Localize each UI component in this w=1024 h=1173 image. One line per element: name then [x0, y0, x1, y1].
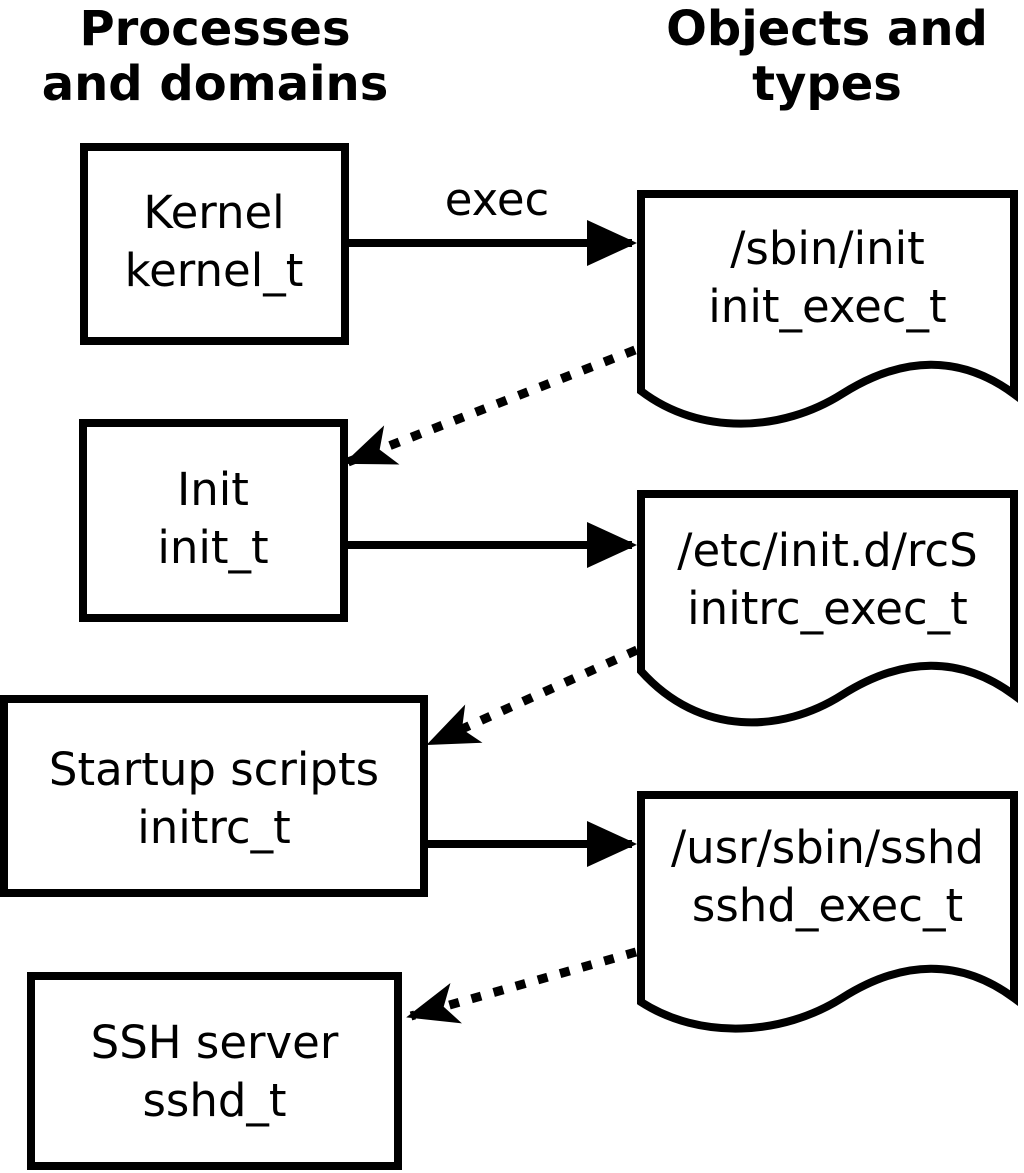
process-box-init: [79, 419, 348, 622]
process-label-startup-scripts: Startup scripts initrc_t: [0, 741, 428, 857]
process-box-kernel: [80, 143, 349, 345]
exec-arrow-label: exec: [444, 173, 550, 226]
object-label-sbin-init: /sbin/init init_exec_t: [637, 220, 1018, 336]
object-doc-usr-sbin-sshd: [637, 791, 1018, 1033]
process-label-init: Init init_t: [79, 461, 347, 577]
column-title-processes: Processes and domains: [15, 2, 415, 112]
transition-arrow-sshd-to-ssh-server: [406, 947, 638, 1024]
process-type: initrc_t: [137, 801, 291, 854]
object-type: init_exec_t: [708, 280, 947, 333]
process-name: Startup scripts: [48, 743, 380, 796]
process-label-kernel: Kernel kernel_t: [80, 184, 348, 300]
process-name: Kernel: [143, 186, 285, 239]
process-type: sshd_t: [142, 1074, 287, 1127]
process-label-ssh-server: SSH server sshd_t: [27, 1014, 402, 1130]
object-path: /sbin/init: [730, 222, 925, 275]
column-title-objects-line1: Objects and: [666, 1, 988, 57]
process-name: Init: [177, 463, 249, 516]
column-title-objects-line2: types: [752, 56, 902, 112]
process-name: SSH server: [90, 1016, 339, 1069]
column-title-processes-line1: Processes: [79, 1, 351, 57]
column-title-objects: Objects and types: [627, 2, 1024, 112]
process-box-startup-scripts: [0, 695, 428, 897]
transition-arrow-rcs-to-startup: [426, 645, 639, 748]
process-type: kernel_t: [124, 244, 304, 297]
object-doc-etc-initd-rcs: [637, 490, 1018, 727]
object-path: /usr/sbin/sshd: [671, 821, 984, 874]
object-type: sshd_exec_t: [691, 879, 964, 932]
column-title-processes-line2: and domains: [41, 56, 389, 112]
process-type: init_t: [157, 521, 269, 574]
object-doc-sbin-init: [637, 190, 1018, 428]
object-label-etc-initd-rcs: /etc/init.d/rcS initrc_exec_t: [637, 522, 1018, 638]
process-box-ssh-server: [27, 972, 402, 1170]
transition-arrow-sbin-init-to-init: [343, 345, 637, 467]
object-path: /etc/init.d/rcS: [677, 524, 978, 577]
object-label-usr-sbin-sshd: /usr/sbin/sshd sshd_exec_t: [637, 819, 1018, 935]
object-type: initrc_exec_t: [687, 582, 968, 635]
